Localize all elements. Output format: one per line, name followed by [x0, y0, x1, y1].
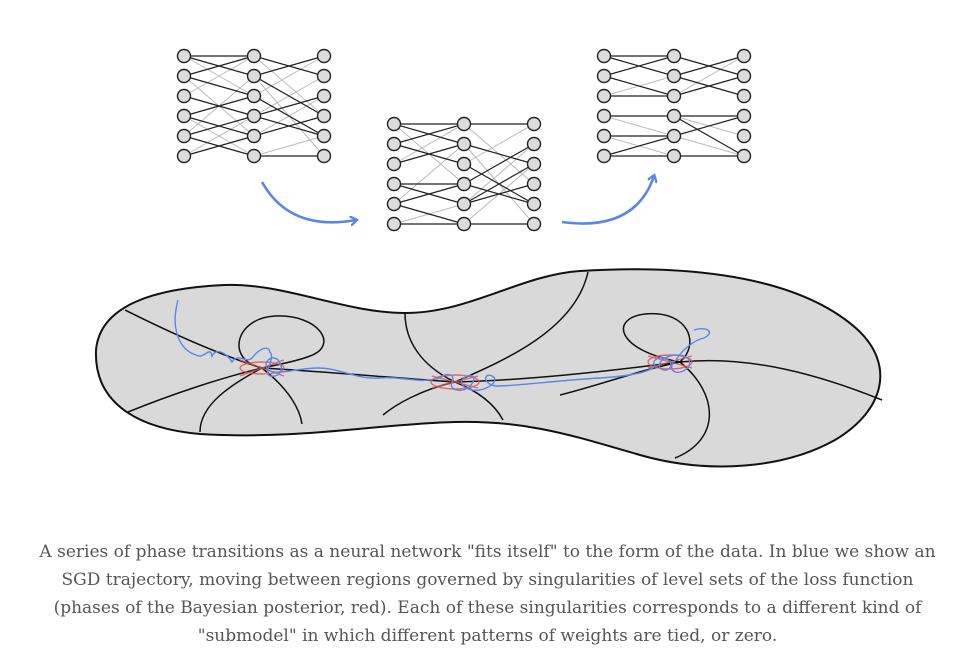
caption-line: (phases of the Bayesian posterior, red).… [53, 598, 922, 618]
caption-line: "submodel" in which different patterns o… [197, 626, 778, 646]
singularity-left [239, 359, 285, 377]
phase-transition-diagram [94, 48, 883, 468]
caption-line: A series of phase transitions as a neura… [39, 542, 936, 562]
sgd-trajectory [174, 299, 710, 392]
singularity-markers [239, 354, 693, 390]
figure-caption: A series of phase transitions as a neura… [30, 538, 945, 650]
transition-arrow-1 [260, 181, 356, 222]
network-diagram-3 [596, 48, 752, 164]
transition-arrow-2 [561, 176, 654, 225]
network-diagram-2 [386, 116, 542, 232]
network-diagram-1 [176, 48, 332, 164]
caption-line: SGD trajectory, moving between regions g… [61, 570, 914, 590]
loss-landscape-surface [94, 268, 883, 468]
